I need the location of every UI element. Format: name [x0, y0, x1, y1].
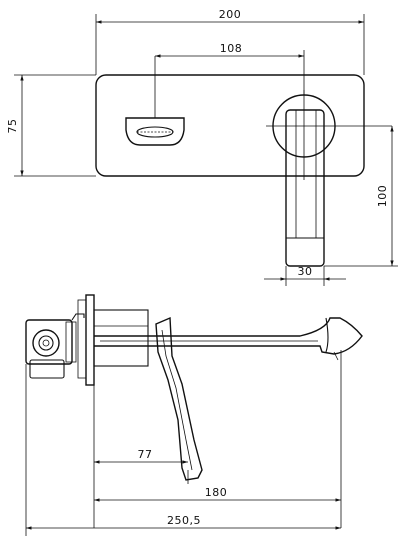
dim-label-spout-offset: 108 [220, 42, 243, 55]
spout-outlet [125, 117, 185, 146]
side-view [25, 294, 363, 528]
dim-lever-reach: 77 [93, 385, 189, 528]
spout-arm [94, 317, 363, 355]
front-view [95, 56, 392, 267]
lever-handle-front [285, 109, 325, 267]
dim-label-lever-length: 100 [376, 185, 389, 208]
dim-top-width: 200 [95, 8, 365, 75]
dim-spout-offset: 108 [155, 42, 305, 95]
dim-plate-height: 75 [6, 74, 96, 177]
dim-label-lever-reach: 77 [138, 448, 153, 461]
dim-overall-depth: 250,5 [25, 364, 341, 536]
valve-body [25, 319, 73, 365]
dim-label-spout-reach: 180 [205, 486, 228, 499]
wall-plate [95, 74, 365, 177]
dim-lever-width: 30 [264, 265, 346, 286]
dim-spout-reach: 180 [94, 486, 341, 502]
dim-label-top-width: 200 [219, 8, 242, 21]
plate-side [85, 294, 95, 386]
dim-lever-length: 100 [324, 126, 398, 267]
dim-label-lever-width: 30 [298, 265, 313, 278]
dim-label-overall-depth: 250,5 [167, 514, 201, 527]
valve-inlet [32, 329, 60, 357]
lever-side [155, 316, 203, 481]
dim-label-plate-height: 75 [6, 119, 19, 134]
